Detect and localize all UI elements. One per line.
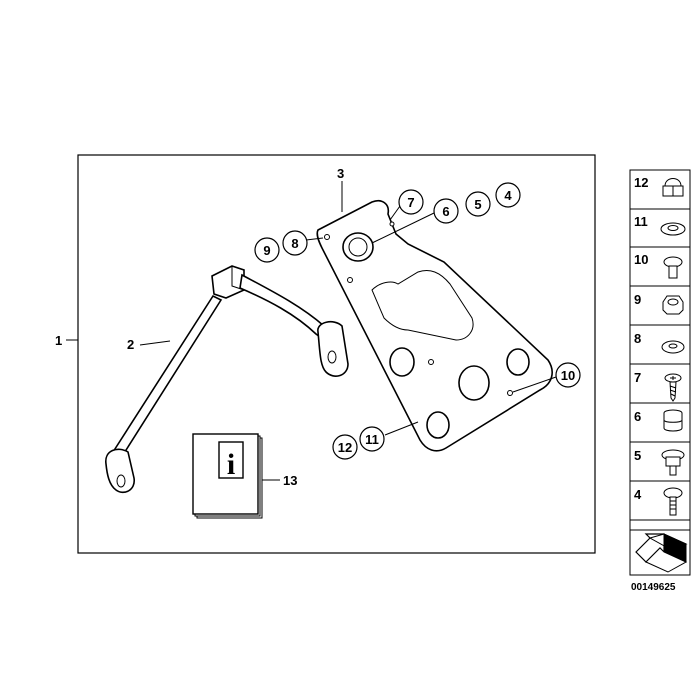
- cap-nut-icon: [662, 178, 684, 197]
- callout-circle-12: [332, 434, 358, 460]
- legend-label-5: 5: [634, 448, 641, 463]
- grommet-icon: [663, 409, 683, 432]
- callout-circle-6: [433, 198, 459, 224]
- hardware-legend: 12 11 10 9 8 7: [629, 169, 691, 576]
- leader-line-10: [512, 376, 557, 393]
- callout-circle-7: [398, 189, 424, 215]
- leader-line-2: [139, 340, 171, 346]
- legend-label-11: 11: [634, 214, 648, 229]
- leader-line-6: [371, 212, 435, 244]
- callout-circle-10: [555, 362, 581, 388]
- callout-8: 8: [291, 236, 298, 251]
- legend-label-7: 7: [634, 370, 641, 385]
- info-icon: i: [227, 448, 235, 481]
- legend-label-9: 9: [634, 292, 641, 307]
- callout-2: 2: [127, 337, 134, 352]
- leader-line-11: [384, 421, 419, 436]
- callout-circle-9: [254, 237, 280, 263]
- legend-label-10: 10: [634, 252, 648, 267]
- callout-9: 9: [263, 243, 270, 258]
- collar-screw-icon: [661, 449, 685, 476]
- flat-washer-icon: [661, 340, 685, 354]
- callout-circle-11: [359, 426, 385, 452]
- info-booklet: i: [192, 433, 263, 519]
- main-frame: [77, 154, 596, 554]
- washer-icon: [660, 222, 686, 236]
- callout-1: 1: [55, 333, 62, 348]
- callout-10: 10: [561, 368, 575, 383]
- screw-icon: [663, 256, 683, 279]
- leader-line-7: [389, 205, 401, 221]
- mounting-plate: [316, 199, 553, 452]
- legend-label-12: 12: [634, 175, 648, 190]
- legend-label-8: 8: [634, 331, 641, 346]
- diagram-number: 00149625: [631, 582, 676, 593]
- hex-nut-icon: [662, 295, 684, 315]
- self-tapping-screw-icon: [664, 373, 682, 402]
- legend-label-4: 4: [634, 487, 642, 502]
- callout-7: 7: [407, 195, 414, 210]
- hex-bolt-icon: [663, 487, 683, 516]
- callout-5: 5: [474, 197, 481, 212]
- callout-6: 6: [442, 204, 449, 219]
- direction-arrow-icon: [635, 533, 688, 573]
- callout-12: 12: [338, 440, 352, 455]
- leader-line-8: [305, 237, 324, 241]
- callout-circle-5: [465, 191, 491, 217]
- callout-3: 3: [337, 166, 344, 181]
- bracket-rod: [105, 265, 349, 494]
- callout-4: 4: [504, 188, 512, 203]
- callout-11: 11: [365, 432, 379, 447]
- legend-label-6: 6: [634, 409, 641, 424]
- callout-circle-8: [282, 230, 308, 256]
- callout-circle-4: [495, 182, 521, 208]
- callout-13: 13: [283, 473, 297, 488]
